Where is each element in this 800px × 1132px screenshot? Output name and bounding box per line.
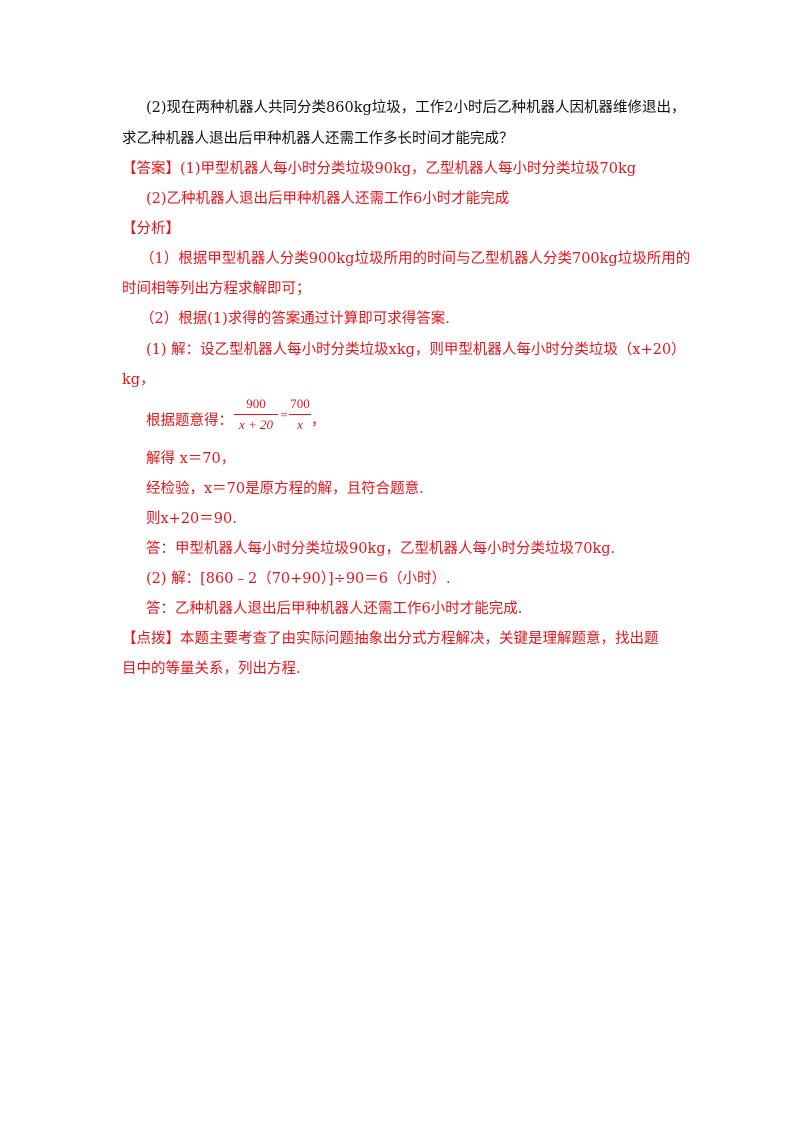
question-part2-line2: 求乙种机器人退出后甲种机器人还需工作多长时间才能完成？ bbox=[122, 131, 514, 147]
comment-line2: 目中的等量关系，列出方程. bbox=[122, 661, 301, 677]
fraction2-denominator: x bbox=[297, 417, 303, 432]
analysis-point1-line1: （1）根据甲型机器人分类900kg垃圾所用的时间与乙型机器人分类700kg垃圾所… bbox=[140, 251, 691, 267]
solution1-line1: (1) 解：设乙型机器人每小时分类垃圾xkg，则甲型机器人每小时分类垃圾（x+2… bbox=[146, 342, 686, 358]
answer-part2: (2)乙种机器人退出后甲种机器人还需工作6小时才能完成 bbox=[146, 191, 510, 207]
then-line: 则x+20＝90. bbox=[146, 511, 237, 527]
comment-line1: 【点拨】本题主要考查了由实际问题抽象出分式方程解决，关键是理解题意，找出题 bbox=[122, 631, 659, 647]
check-line: 经检验，x＝70是原方程的解，且符合题意. bbox=[146, 481, 424, 497]
answer-tag: 【答案】 bbox=[122, 161, 180, 177]
question-part2-line1: (2)现在两种机器人共同分类860kg垃圾，工作2小时后乙种机器人因机器维修退出… bbox=[146, 100, 686, 116]
equation-end: ， bbox=[311, 413, 326, 429]
analysis-point2: （2）根据(1)求得的答案通过计算即可求得答案. bbox=[140, 311, 450, 327]
solution2-line: (2) 解：[860﹣2（70+90）]÷90＝6（小时）. bbox=[146, 571, 451, 587]
fraction2-bar bbox=[289, 414, 311, 415]
solution1-line2: kg， bbox=[122, 372, 155, 388]
fraction2-numerator: 700 bbox=[290, 396, 310, 411]
analysis-tag: 【分析】 bbox=[122, 221, 180, 237]
answer1-line: 答：甲型机器人每小时分类垃圾90kg，乙型机器人每小时分类垃圾70kg. bbox=[146, 541, 616, 557]
answer-part1: (1)甲型机器人每小时分类垃圾90kg，乙型机器人每小时分类垃圾70kg bbox=[180, 161, 637, 177]
equation-label: 根据题意得： bbox=[146, 413, 233, 429]
fraction1-bar bbox=[234, 414, 278, 415]
fraction1-denominator: x + 20 bbox=[238, 417, 274, 432]
equals-sign: = bbox=[280, 407, 288, 422]
answer-line1: 【答案】(1)甲型机器人每小时分类垃圾90kg，乙型机器人每小时分类垃圾70kg bbox=[122, 159, 636, 179]
analysis-point1-line2: 时间相等列出方程求解即可； bbox=[122, 281, 311, 297]
fraction1-numerator: 900 bbox=[246, 396, 266, 411]
fraction-700-over-x: 700 x bbox=[289, 396, 311, 436]
answer2-line: 答：乙种机器人退出后甲种机器人还需工作6小时才能完成. bbox=[146, 601, 523, 617]
solve-line: 解得 x＝70， bbox=[146, 451, 236, 467]
fraction-900-over-x-plus-20: 900 x + 20 bbox=[234, 396, 278, 436]
